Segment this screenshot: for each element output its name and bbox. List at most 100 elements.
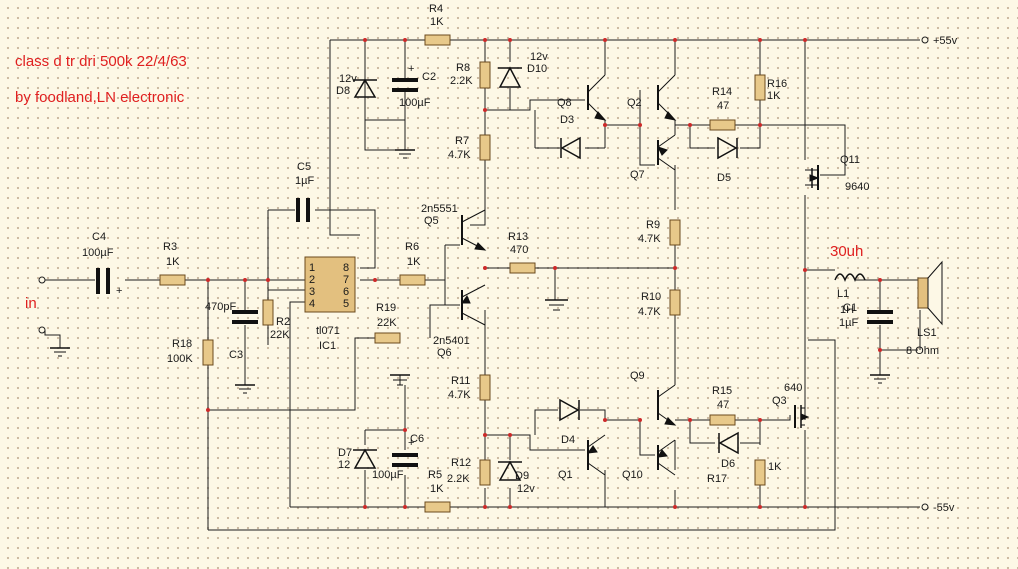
- zener-D9: [498, 460, 522, 481]
- label-D4-ref: D4: [561, 434, 575, 446]
- transistor-Q10: [657, 439, 676, 476]
- wires: [44, 39, 921, 531]
- label-D7-value: 12: [338, 459, 350, 471]
- resistor-R13: [509, 262, 536, 274]
- label-R11-value: 4.7K: [448, 389, 471, 401]
- label-R15-ref: R15: [712, 385, 732, 397]
- ground-C3: [235, 384, 255, 394]
- label-Q5-ref: Q5: [424, 215, 439, 227]
- label-Q1-ref: Q1: [558, 469, 573, 481]
- label-Q10-ref: Q10: [622, 469, 643, 481]
- ic-tl071: [304, 256, 356, 313]
- label-L1-ref: L1: [837, 288, 849, 300]
- resistor-R12: [479, 459, 491, 486]
- ic-pin-labels: 1 2 3 4 8 7 6 5: [309, 262, 349, 310]
- svg-text:+: +: [408, 63, 414, 75]
- label-R17-ref: R17: [707, 473, 727, 485]
- ground-C6: [390, 374, 410, 386]
- label-R16-ref: R16: [767, 78, 787, 90]
- label-R2-value: 22K: [270, 329, 290, 341]
- capacitor-C6: +: [392, 437, 418, 467]
- inductor-note: 30uh: [830, 243, 863, 260]
- label-C3-value: 470pF: [205, 301, 236, 313]
- inductor-L1: [834, 273, 866, 282]
- label-Q6-ref: Q6: [437, 347, 452, 359]
- pos-rail-label: +55v: [933, 35, 958, 47]
- label-R5-ref: R5: [428, 469, 442, 481]
- diode-D5: [717, 136, 738, 160]
- ic-pin-2: 2: [309, 274, 315, 286]
- label-R6-value: 1K: [407, 256, 421, 268]
- neg-rail-terminal: [921, 503, 929, 511]
- label-R18-value: 100K: [167, 353, 193, 365]
- label-R17-value: 1K: [768, 461, 782, 473]
- label-IC1-ref: IC1: [319, 340, 336, 352]
- mosfet-Q3: [794, 405, 810, 428]
- label-Q11-value: 9640: [845, 181, 869, 193]
- ic-pin-3: 3: [309, 286, 315, 298]
- speaker-LS1: [917, 260, 943, 326]
- label-R2-ref: R2: [276, 316, 290, 328]
- label-Q8-ref: Q8: [557, 97, 572, 109]
- ground-R13: [545, 299, 568, 311]
- label-R4-value: 1K: [430, 16, 444, 28]
- label-D3-ref: D3: [560, 114, 574, 126]
- label-R8-ref: R8: [456, 62, 470, 74]
- label-R15-value: 47: [717, 399, 729, 411]
- ground-input: [50, 347, 70, 357]
- label-R3-ref: R3: [163, 241, 177, 253]
- label-D10-ref: D10: [527, 63, 547, 75]
- ic-pin-6: 6: [343, 286, 349, 298]
- label-R14-ref: R14: [712, 86, 732, 98]
- label-D8-value: 12v: [339, 73, 357, 85]
- label-C6-value: 100µF: [372, 469, 404, 481]
- label-D9-ref: D9: [515, 470, 529, 482]
- svg-text:+: +: [408, 437, 414, 449]
- label-R13-value: 470: [510, 244, 528, 256]
- label-C5-ref: C5: [297, 161, 311, 173]
- label-D9-value: 12v: [517, 483, 535, 495]
- input-ground-terminal: [38, 326, 46, 334]
- resistor-R14: [709, 119, 736, 131]
- ic-pin-7: 7: [343, 274, 349, 286]
- label-R7-ref: R7: [455, 135, 469, 147]
- resistors: [159, 34, 766, 513]
- resistor-R17: [754, 459, 766, 486]
- resistor-R5: [424, 501, 451, 513]
- transistor-Q7: [657, 134, 676, 171]
- title-line-2: by foodland,LN electronic: [15, 89, 185, 106]
- transistor-Q2: [657, 74, 677, 121]
- label-R13-ref: R13: [508, 231, 528, 243]
- label-D6-ref: D6: [721, 458, 735, 470]
- label-C2-ref: C2: [422, 71, 436, 83]
- resistor-R7: [479, 134, 491, 161]
- label-R8-value: 2.2K: [450, 75, 473, 87]
- label-D7-ref: D7: [338, 447, 352, 459]
- grounds: [50, 149, 890, 394]
- label-Q7-ref: Q7: [630, 169, 645, 181]
- capacitor-C5: [296, 198, 310, 222]
- transistor-Q8: [587, 74, 607, 121]
- label-R3-value: 1K: [166, 256, 180, 268]
- transistors: [461, 74, 820, 476]
- capacitor-C3: [232, 310, 258, 324]
- label-R10-ref: R10: [641, 291, 661, 303]
- label-LS1-value: 8 Ohm: [906, 345, 939, 357]
- svg-text:+: +: [116, 285, 122, 297]
- label-R18-ref: R18: [172, 338, 192, 350]
- label-R19-ref: R19: [376, 302, 396, 314]
- resistor-R10: [669, 289, 681, 316]
- label-Q11-ref: Q11: [840, 154, 860, 166]
- label-Q3-ref: Q3: [772, 395, 787, 407]
- capacitor-C4: +: [96, 268, 122, 297]
- resistor-R3: [159, 274, 186, 286]
- zener-D8: [353, 78, 377, 98]
- junctions: [206, 38, 882, 509]
- label-C2-value: 100µF: [399, 97, 431, 109]
- label-R11-ref: R11: [451, 375, 470, 387]
- ic-pin-8: 8: [343, 262, 349, 274]
- label-R6-ref: R6: [405, 241, 419, 253]
- label-D5-ref: D5: [717, 172, 731, 184]
